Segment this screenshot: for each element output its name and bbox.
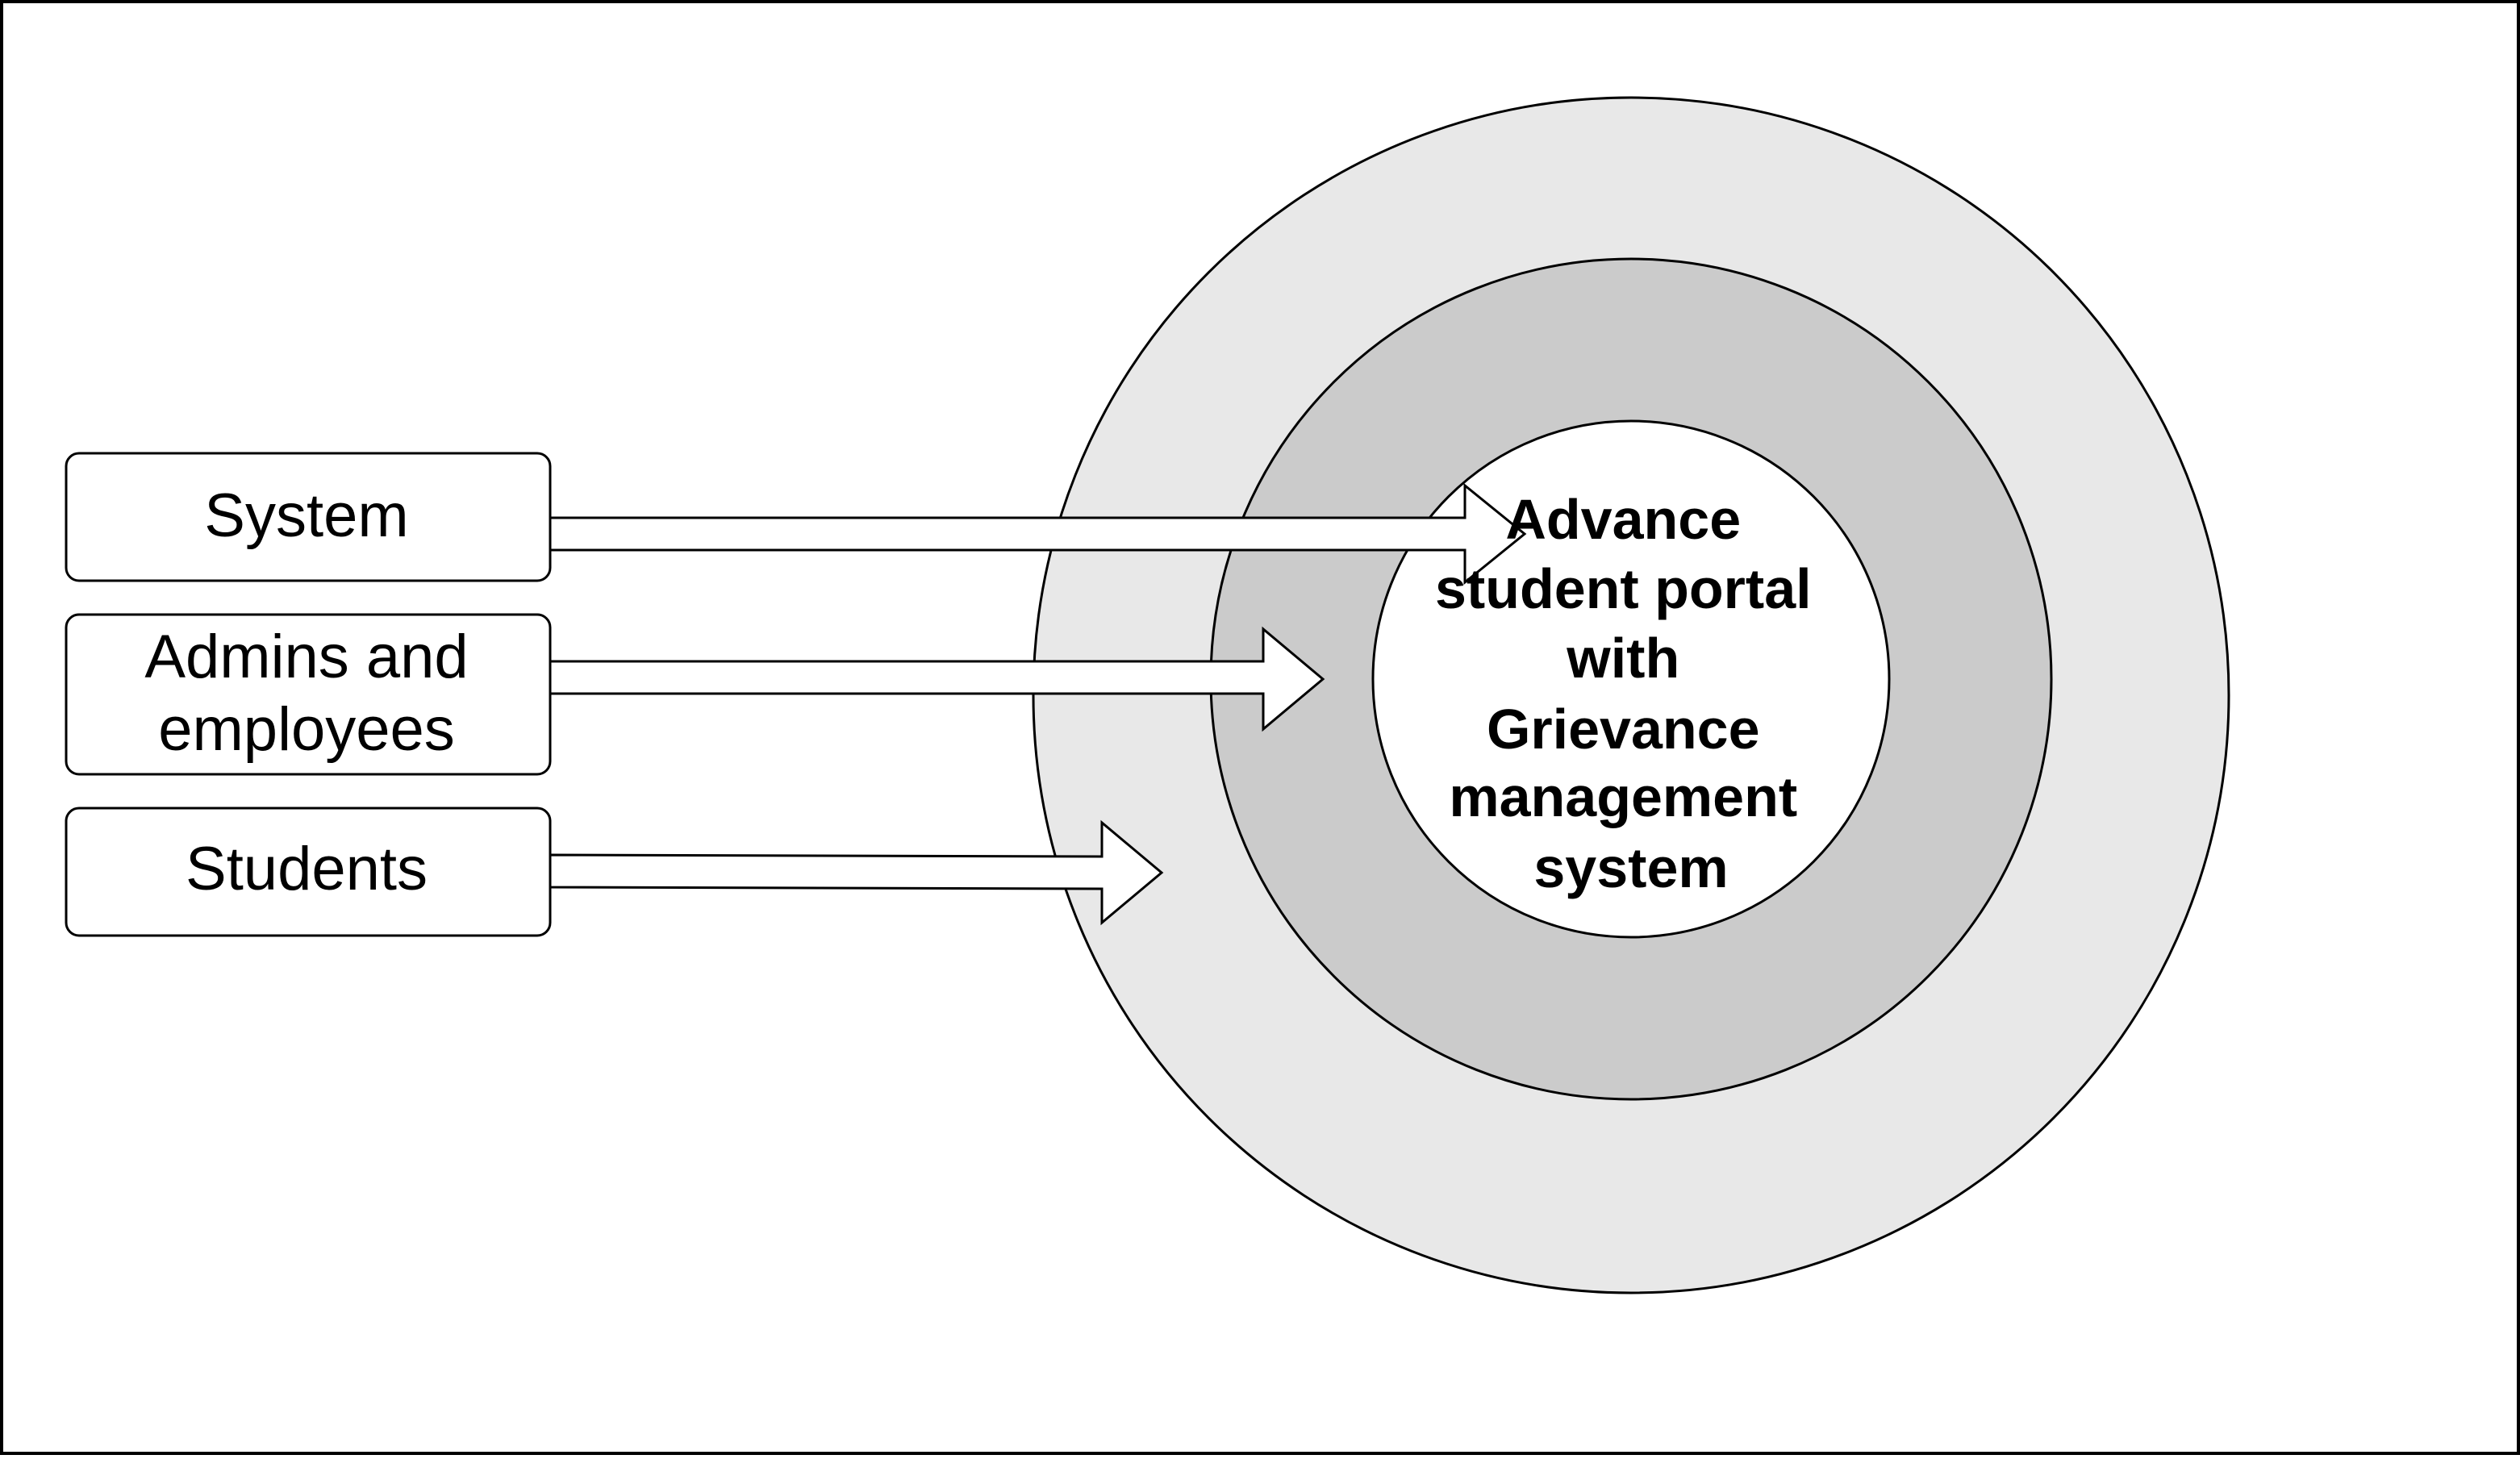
actor-label-line: Students [186, 835, 428, 903]
actor-label-line: Admins and [144, 623, 468, 691]
actor-label-students: Students [186, 835, 428, 903]
arrow-system-to-core [549, 482, 1527, 586]
core-label-line: student portal [1435, 557, 1812, 620]
core-label-line: management [1449, 765, 1797, 828]
core-label-line: with [1566, 627, 1679, 690]
actor-label-line: System [204, 481, 408, 550]
arrow-admins-to-middle [549, 626, 1325, 732]
core-label-line: Advance [1505, 488, 1741, 551]
core-label: Advance student portal with Grievance ma… [1435, 488, 1827, 899]
core-label-line: system [1533, 836, 1728, 899]
actor-label-system: System [204, 481, 408, 550]
core-label-line: Grievance [1487, 698, 1760, 761]
arrow-students-to-outer [549, 819, 1164, 926]
actor-label-line: employees [158, 695, 455, 764]
